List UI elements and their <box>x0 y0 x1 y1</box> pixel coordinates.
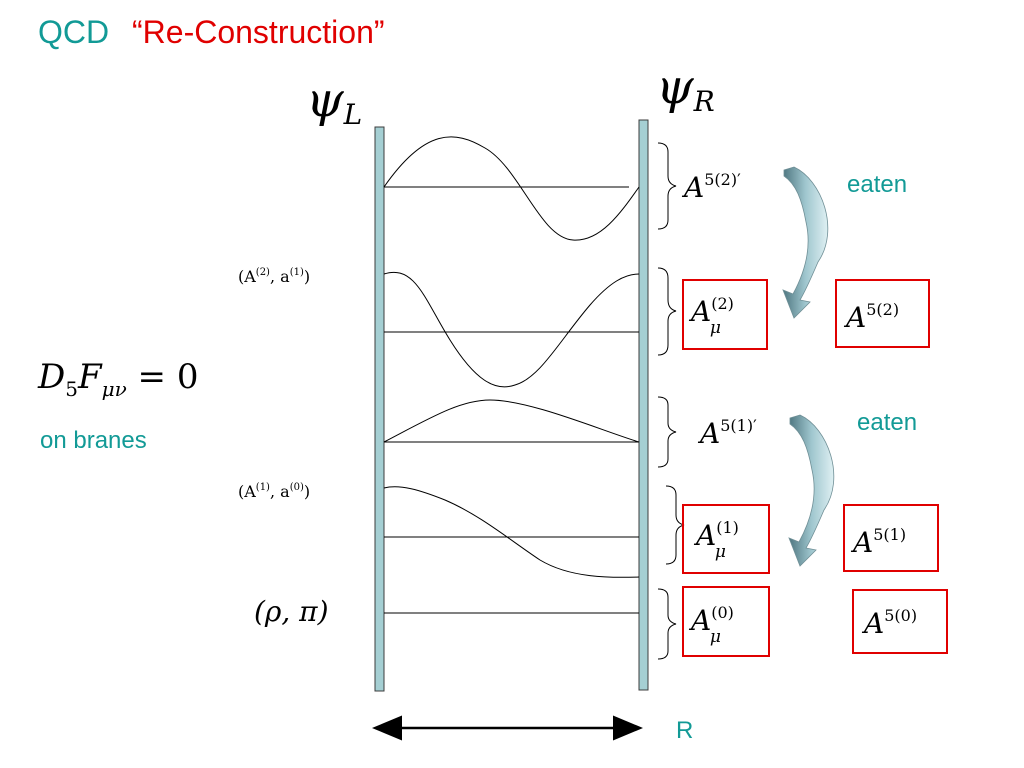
wave-mode-1 <box>383 486 640 578</box>
box-a-mu-2 <box>682 279 768 350</box>
mode-a-mu-2: A(2)μ <box>688 294 734 338</box>
brace-icon <box>657 142 677 230</box>
brace-icon <box>657 396 677 468</box>
psi-right-label: ψR <box>656 59 715 118</box>
wave-mode-5-2 <box>383 136 640 241</box>
page-title: QCD “Re-Construction” <box>38 14 385 50</box>
box-a5-2 <box>835 279 930 348</box>
r-label: R <box>676 717 693 744</box>
label-a2-a1: (A(2), a(1)) <box>238 267 310 286</box>
box-label-a5-0: A5(0) <box>861 606 917 640</box>
title-quoted: “Re-Construction” <box>132 14 385 50</box>
mode-a5-1-prime: A5(1)′ <box>697 416 757 450</box>
eaten-label-1: eaten <box>847 171 907 198</box>
mode-a5-2-prime: A5(2)′ <box>681 170 741 204</box>
brace-icon <box>657 267 677 356</box>
mode-a-mu-1: A(1)μ <box>693 518 739 562</box>
mode-waves <box>383 136 640 578</box>
right-brane <box>638 119 649 691</box>
red-boxes <box>682 279 948 657</box>
left-brane <box>374 126 385 692</box>
box-a5-1 <box>843 504 939 572</box>
equation-d5f: D5Fμν = 0 <box>37 357 199 401</box>
brace-group <box>657 142 685 660</box>
wave-mode-5-1 <box>383 399 640 443</box>
curved-arrow-icon <box>788 414 835 567</box>
label-rho-pi: (ρ, π) <box>254 595 329 628</box>
brace-icon <box>665 485 685 565</box>
on-branes-label: on branes <box>40 427 147 454</box>
box-label-a5-1: A5(1) <box>850 525 906 559</box>
box-a-mu-0 <box>682 586 770 657</box>
mode-a-mu-0: A(0)μ <box>688 603 734 647</box>
label-a1-a0: (A(1), a(0)) <box>238 482 310 501</box>
psi-left-label: ψL <box>306 72 362 131</box>
curved-arrow-icon <box>782 166 829 319</box>
eaten-label-2: eaten <box>857 409 917 436</box>
mode-baselines <box>384 186 639 614</box>
wave-mode-2 <box>383 271 640 388</box>
box-label-a5-2: A5(2) <box>843 300 899 334</box>
title-prefix: QCD <box>38 14 109 50</box>
brace-icon <box>657 588 677 660</box>
box-a-mu-1 <box>682 504 770 574</box>
box-a5-0 <box>852 589 948 654</box>
